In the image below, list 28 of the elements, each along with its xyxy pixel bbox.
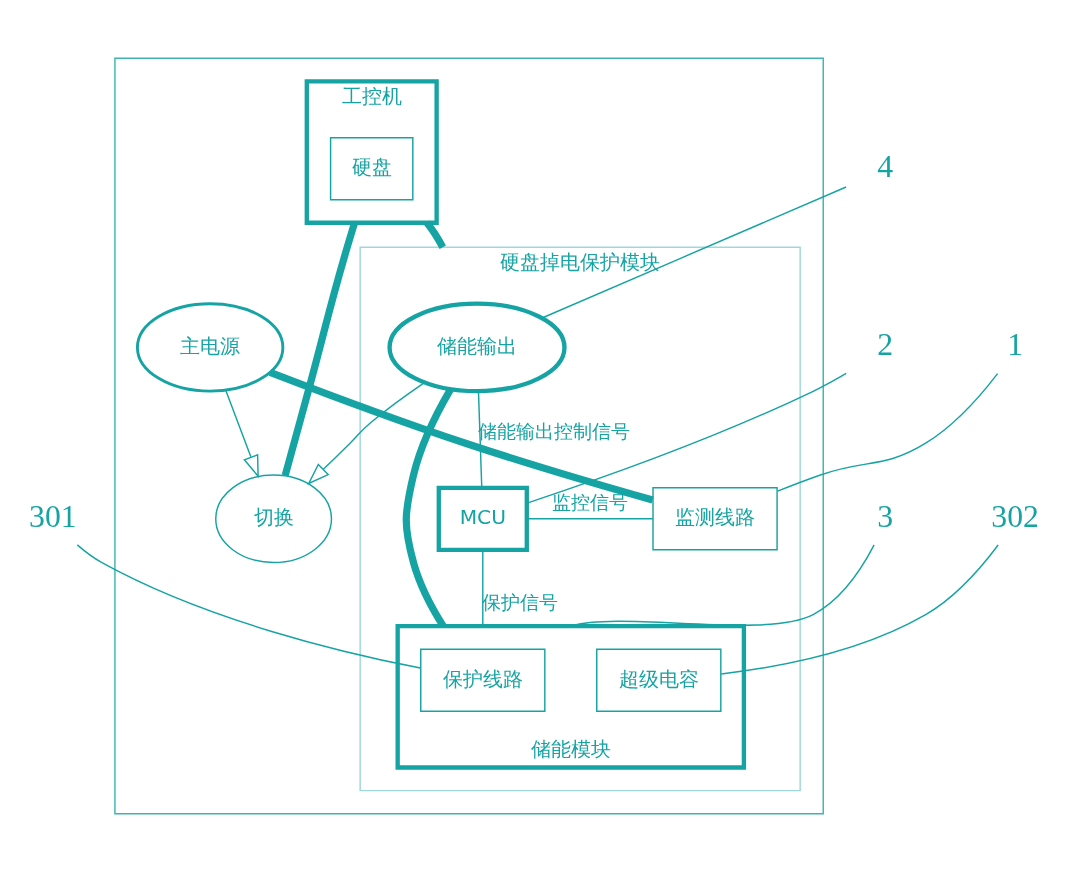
node-text: 301 (29, 498, 77, 534)
connector (424, 220, 446, 249)
cluster (114, 57, 824, 814)
node-text: 2 (877, 326, 894, 362)
connector (76, 543, 422, 669)
node-ellipse: 切换 (215, 473, 333, 563)
node-ellipse: 主电源 (135, 301, 285, 393)
node-text: 1 (1007, 326, 1024, 362)
connector (526, 517, 654, 520)
node-text: 3 (877, 498, 894, 534)
arrow (225, 389, 259, 478)
node-box: 监测线路 (652, 486, 778, 551)
connector (776, 372, 999, 492)
connector (570, 543, 875, 627)
node-box: MCU (436, 485, 529, 552)
edge-label: 监控信号 (551, 491, 628, 513)
node-ellipse: 储能输出 (387, 301, 567, 393)
connector (477, 390, 483, 488)
node-box: 超级电容 (596, 648, 722, 712)
connector (268, 368, 654, 503)
connector (720, 543, 999, 675)
connector (526, 372, 847, 504)
node-text: 4 (877, 148, 894, 184)
node-box: 硬盘 (329, 136, 414, 200)
arrow (307, 381, 425, 485)
connector (541, 185, 847, 319)
node-text: 302 (991, 498, 1039, 534)
node-box: 保护线路 (420, 648, 546, 712)
